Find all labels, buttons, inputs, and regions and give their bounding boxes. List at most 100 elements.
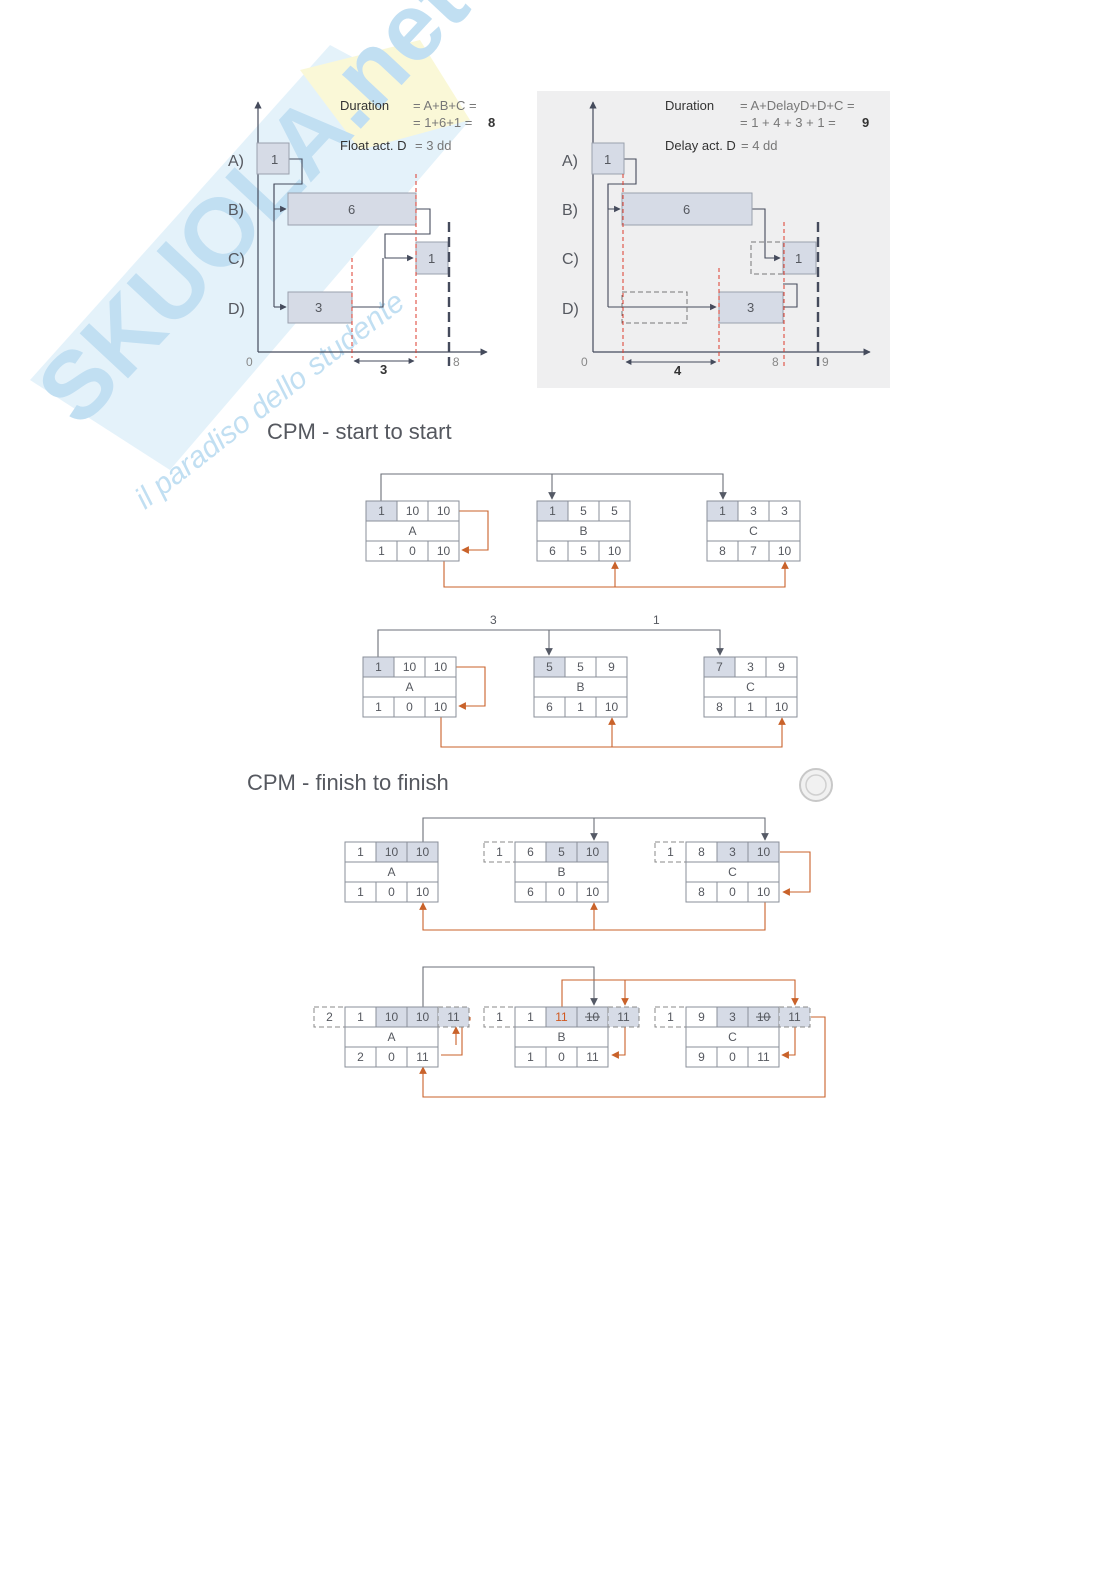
ff2-node-c-bottom-2: 11 <box>757 1050 770 1064</box>
ss2-node-a-bottom-1: 0 <box>406 700 413 714</box>
ff1-node-b-top-1: 5 <box>558 845 565 859</box>
ss1-node-a-top-0: 1 <box>378 504 385 518</box>
right-delay-d-box <box>621 291 688 324</box>
ff2-node-a-extra-left: 2 <box>326 1010 333 1024</box>
ff1-node-b-bottom-0: 6 <box>527 885 534 899</box>
left-axis-zero: 0 <box>246 355 253 369</box>
ff2-node-c-extra-left: 1 <box>667 1010 674 1024</box>
right-row-c-label: C) <box>562 251 579 268</box>
ss2-node-b-top-0: 5 <box>546 660 553 674</box>
ss2-node-c-name: C <box>746 680 755 694</box>
ff1-node-b-top-0: 6 <box>527 845 534 859</box>
right-duration-label: Duration <box>665 98 714 113</box>
ss1-node-c-bottom-2: 10 <box>778 544 792 558</box>
right-bar-a <box>591 142 625 175</box>
ff1-node-b-bottom-1: 0 <box>558 885 565 899</box>
ss2-node-a-bottom-2: 10 <box>434 700 448 714</box>
ss1-node-b-top-0: 1 <box>549 504 556 518</box>
ff2-node-b-bottom-0: 1 <box>527 1050 534 1064</box>
ff1-node-a-bottom-1: 0 <box>388 885 395 899</box>
right-delay-value: = 4 dd <box>741 138 778 153</box>
ss1-links <box>380 473 789 588</box>
ff1-node-a-top-0: 1 <box>357 845 364 859</box>
right-duration-calc: = 1 + 4 + 3 + 1 = <box>740 115 836 130</box>
left-bar-b <box>287 192 417 226</box>
ff2-node-c-extra-right: 11 <box>788 1010 801 1024</box>
ff2-node-c-extra-right-cell <box>778 1006 811 1028</box>
left-row-c-label: C) <box>228 251 245 268</box>
right-bar-a-label: 1 <box>604 152 611 167</box>
ff2-node-b-top-1: 11 <box>555 1010 568 1024</box>
ff2-node-c-bottom-cell-2 <box>747 1046 780 1068</box>
section-title-finish-to-finish: CPM - finish to finish <box>247 770 449 795</box>
ss2-node-a-name: A <box>405 680 413 694</box>
ff2-node-c-bottom-0: 9 <box>698 1050 705 1064</box>
ff1-node-a-name: A <box>387 865 395 879</box>
ss1-node-c-top-1: 3 <box>750 504 757 518</box>
ss2-node-b-name: B <box>576 680 584 694</box>
ff2-node-a-bottom-1: 0 <box>388 1050 395 1064</box>
ff2-node-a-extra-right: 11 <box>447 1010 460 1024</box>
ff2-node-c-bottom-1: 0 <box>729 1050 736 1064</box>
ss2-node-c-bottom-cell-2 <box>765 696 798 718</box>
ff2-node-b-extra-left: 1 <box>496 1010 503 1024</box>
ff1-node-c-bottom-1: 0 <box>729 885 736 899</box>
ff2-node-b-bottom-1: 0 <box>558 1050 565 1064</box>
right-bar-b <box>621 192 753 226</box>
ss1-node-a-top-1: 10 <box>406 504 420 518</box>
ss2-node-b-bottom-0: 6 <box>546 700 553 714</box>
ss2-links <box>377 629 786 748</box>
ss2-node-c-bottom-2: 10 <box>775 700 789 714</box>
ff1-node-c-top-0: 8 <box>698 845 705 859</box>
ss2-node-a-top-1: 10 <box>403 660 417 674</box>
ff1-node-b-top-2: 10 <box>586 845 600 859</box>
right-bar-b-label: 6 <box>683 202 690 217</box>
ff2-node-a-top-2: 10 <box>416 1010 430 1024</box>
ss2-node-c-top-0: 7 <box>716 660 723 674</box>
ff1-node-c-bottom-2: 10 <box>757 885 771 899</box>
ss1-node-b-bottom-1: 5 <box>580 544 587 558</box>
left-float-label: Float act. D <box>340 138 406 153</box>
right-row-a-label: A) <box>562 153 578 170</box>
ff2-node-b-extra-right-cell <box>607 1006 640 1028</box>
ss2-node-a-top-0: 1 <box>375 660 382 674</box>
left-span-label: 3 <box>380 362 387 377</box>
left-bar-c-label: 1 <box>428 251 435 266</box>
left-gantt-chart: A) B) C) D) Duration = A+B+C = = 1+6+1 =… <box>228 98 495 377</box>
ss1-node-c-bottom-1: 7 <box>750 544 757 558</box>
left-duration-value: 8 <box>488 115 495 130</box>
ss1-node-c-top-2: 3 <box>781 504 788 518</box>
right-bar-d-label: 3 <box>747 300 754 315</box>
stamp-icon <box>799 768 833 802</box>
ss1-node-b-top-1: 5 <box>580 504 587 518</box>
ff2-node-a-extra-right-cell <box>437 1006 470 1028</box>
ss1-node-b-name: B <box>579 524 587 538</box>
right-bar-d <box>718 291 784 324</box>
ss2-node-b-bottom-2: 10 <box>605 700 619 714</box>
ff1-node-c-bottom-0: 8 <box>698 885 705 899</box>
left-row-a-label: A) <box>228 153 244 170</box>
ff1-node-a-top-2: 10 <box>416 845 430 859</box>
left-bar-a <box>256 142 290 175</box>
ff2-node-a-bottom-cell-2 <box>406 1046 439 1068</box>
left-bar-a-label: 1 <box>271 152 278 167</box>
ss2-lag-b-c: 1 <box>653 613 660 627</box>
ss1-node-c-top-0: 1 <box>719 504 726 518</box>
ff2-node-a-top-0: 1 <box>357 1010 364 1024</box>
left-duration-label: Duration <box>340 98 389 113</box>
ff1-node-b-extra-left: 1 <box>496 845 503 859</box>
left-duration-calc: = 1+6+1 = <box>413 115 472 130</box>
ss1-node-a-bottom-cell-2 <box>427 540 460 562</box>
section-title-start-to-start: CPM - start to start <box>267 419 452 444</box>
ss1-node-a-bottom-2: 10 <box>437 544 451 558</box>
right-gantt-panel <box>537 91 890 388</box>
ff2-node-c-top-1: 3 <box>729 1010 736 1024</box>
ss1-node-c-name: C <box>749 524 758 538</box>
